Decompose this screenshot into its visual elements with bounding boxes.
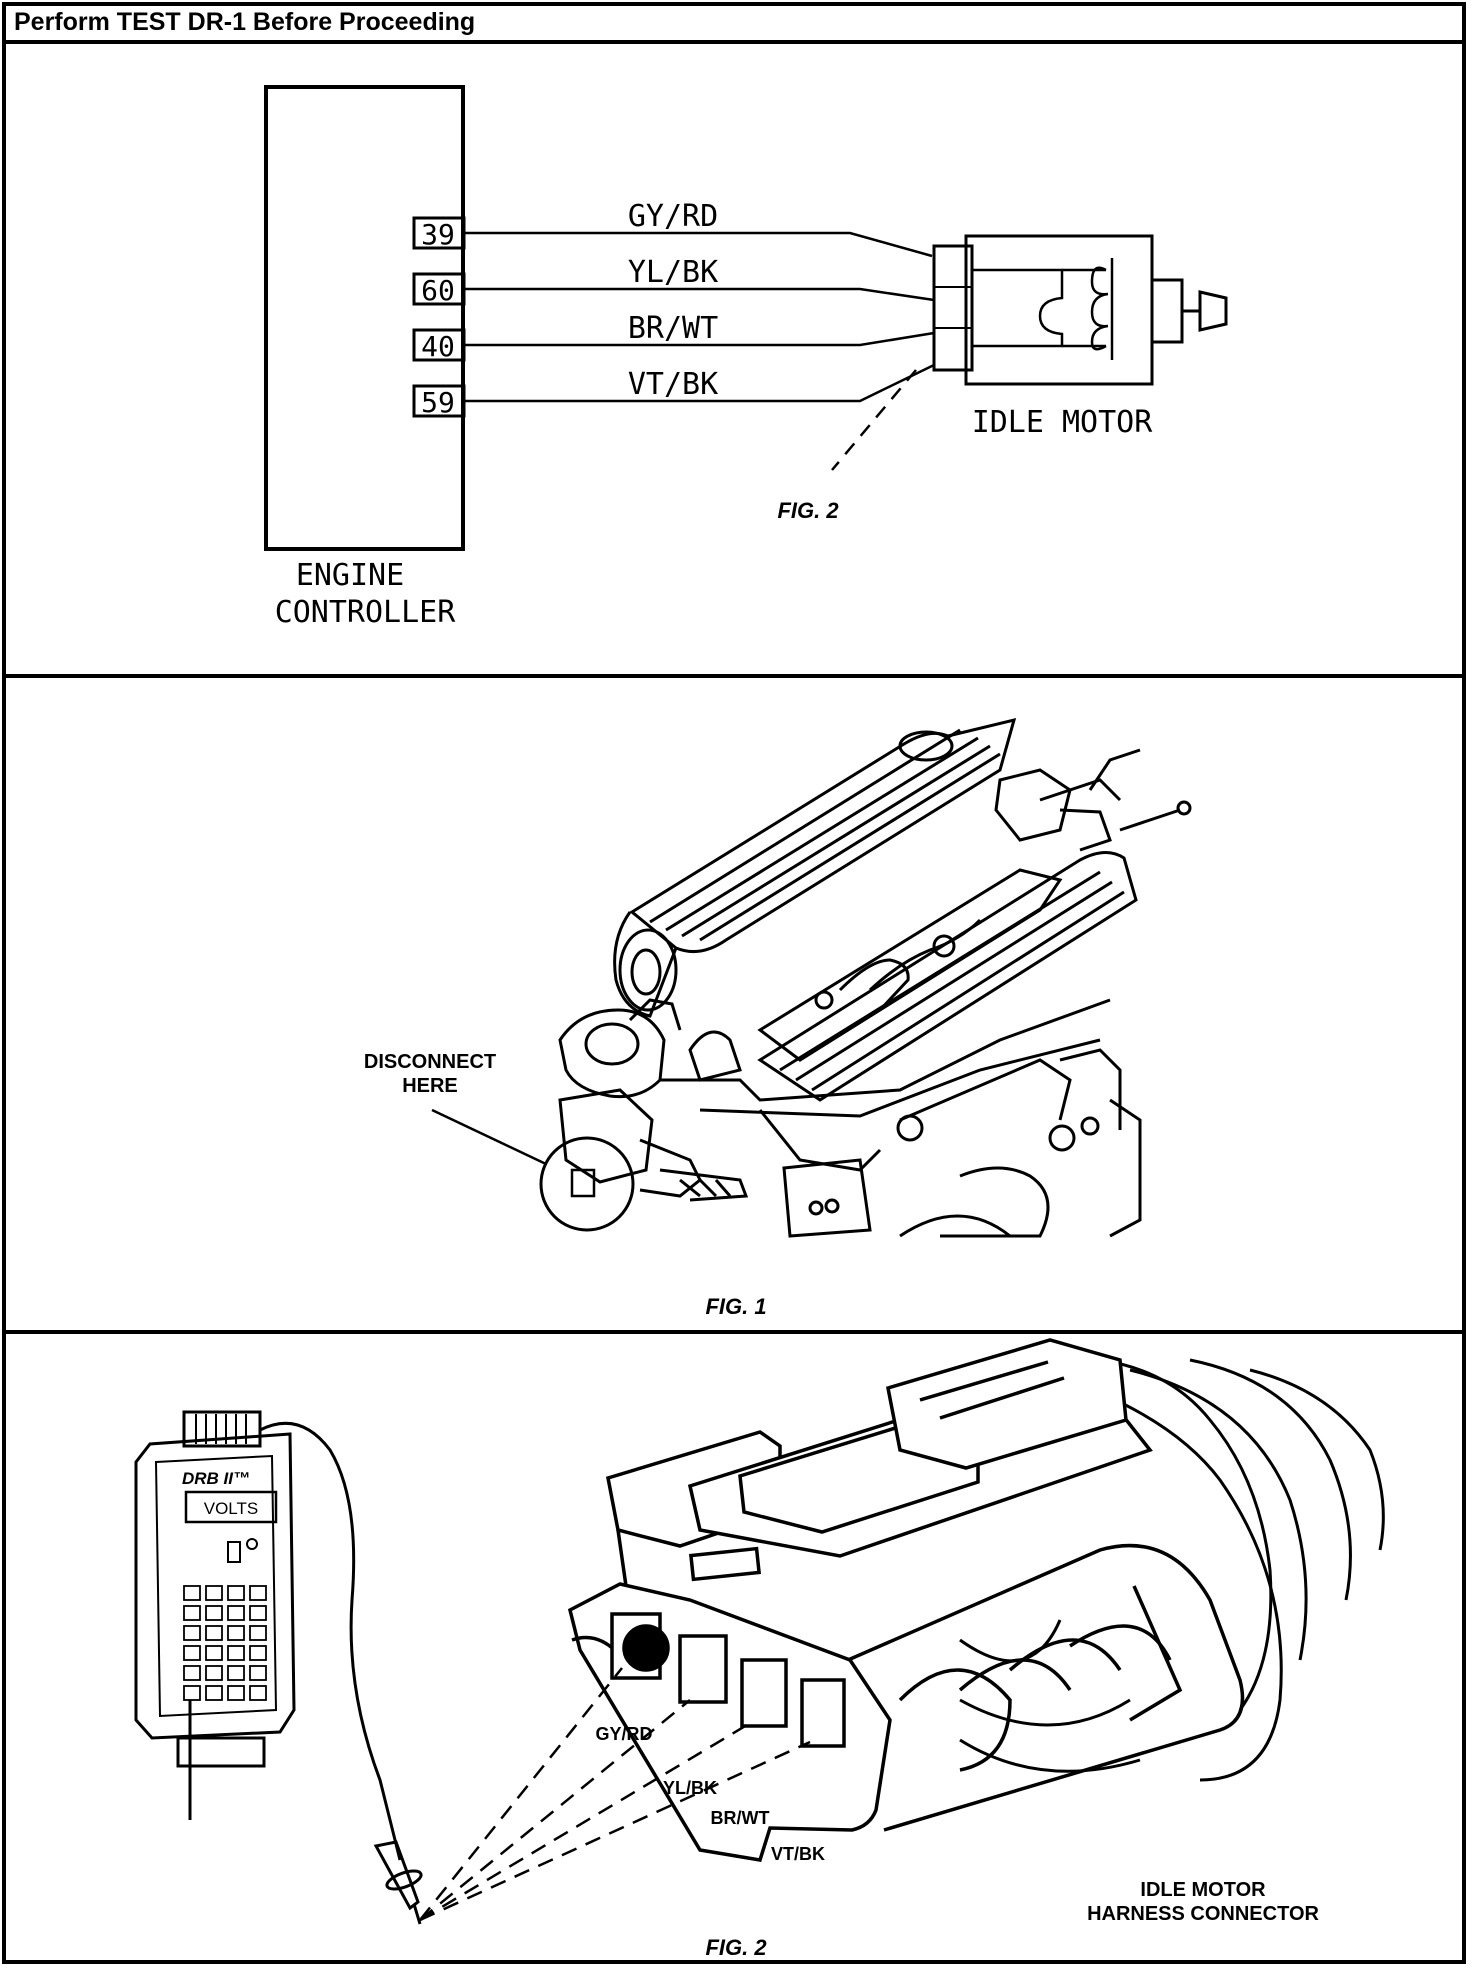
- idle-motor-label: IDLE MOTOR: [972, 405, 1154, 440]
- harness-connector: [567, 1338, 1245, 1862]
- engine-fig-caption: FIG. 1: [705, 1294, 766, 1319]
- header-title: Perform TEST DR-1 Before Proceeding: [14, 8, 475, 36]
- disconnect-label-line2: HERE: [402, 1075, 458, 1097]
- connector-wire-label-vt-bk: VT/BK: [771, 1844, 825, 1864]
- engine-illustration: [558, 717, 1192, 1238]
- tester-keypad: [183, 1585, 267, 1701]
- pin-number-59: 59: [421, 386, 455, 419]
- wire-39: [464, 231, 933, 258]
- wire-40: [464, 331, 935, 347]
- disconnect-connector-icon: [570, 1168, 596, 1198]
- engine-panel: DISCONNECT HERE FIG. 1: [364, 717, 1192, 1319]
- wire-label-gy-rd: GY/RD: [628, 199, 718, 234]
- wire-label-vt-bk: VT/BK: [628, 367, 718, 402]
- tester-display: [184, 1490, 278, 1524]
- engine-controller-box: [264, 85, 465, 551]
- probe-lines: [419, 1667, 811, 1922]
- controller-label-line2: CONTROLLER: [275, 595, 457, 630]
- connector-wire-label-gy-rd: GY/RD: [595, 1724, 652, 1744]
- controller-label-line1: ENGINE: [296, 558, 404, 593]
- wire-label-yl-bk: YL/BK: [628, 255, 718, 290]
- disconnect-label-line1: DISCONNECT: [364, 1051, 496, 1073]
- tester-body: [134, 1432, 296, 1740]
- drb-tester: DRB II™ VOLTS: [134, 1410, 423, 1925]
- tester-base: [176, 1736, 266, 1768]
- disconnect-circle: [539, 1136, 635, 1232]
- connector-panel: DRB II™ VOLTS: [134, 1338, 1385, 1960]
- schematic-fig-ref: FIG. 2: [777, 498, 839, 523]
- probe-guard: [385, 1869, 423, 1891]
- pin-number-60: 60: [421, 274, 455, 307]
- harness-wires: [959, 1358, 1385, 1782]
- connector-wire-label-yl-bk: YL/BK: [663, 1778, 717, 1798]
- tester-lead-cable: [259, 1421, 402, 1861]
- connector-label-line1: IDLE MOTOR: [1140, 1879, 1266, 1901]
- idle-motor-symbol: [932, 234, 1228, 386]
- disconnect-leader: [431, 1108, 547, 1166]
- wire-label-br-wt: BR/WT: [628, 311, 718, 346]
- connector-fig-caption: FIG. 2: [705, 1935, 767, 1960]
- pin-number-39: 39: [421, 218, 455, 251]
- tester-power-icon: [246, 1538, 258, 1550]
- probe-cavity-filled: [622, 1624, 670, 1672]
- tester-display-text: VOLTS: [204, 1499, 258, 1518]
- fig2-leader-line: [831, 369, 917, 471]
- probe-tip: [412, 1903, 422, 1925]
- pin-number-40: 40: [421, 330, 455, 363]
- schematic-panel: ENGINE CONTROLLER 39 60 40 59 GY/RD YL/B…: [264, 85, 1228, 630]
- wire-60: [464, 287, 935, 302]
- connector-label-line2: HARNESS CONNECTOR: [1087, 1903, 1319, 1925]
- tester-small-indicator: [227, 1541, 241, 1563]
- connector-wire-label-br-wt: BR/WT: [711, 1808, 770, 1828]
- tester-brand: DRB II™: [182, 1469, 250, 1488]
